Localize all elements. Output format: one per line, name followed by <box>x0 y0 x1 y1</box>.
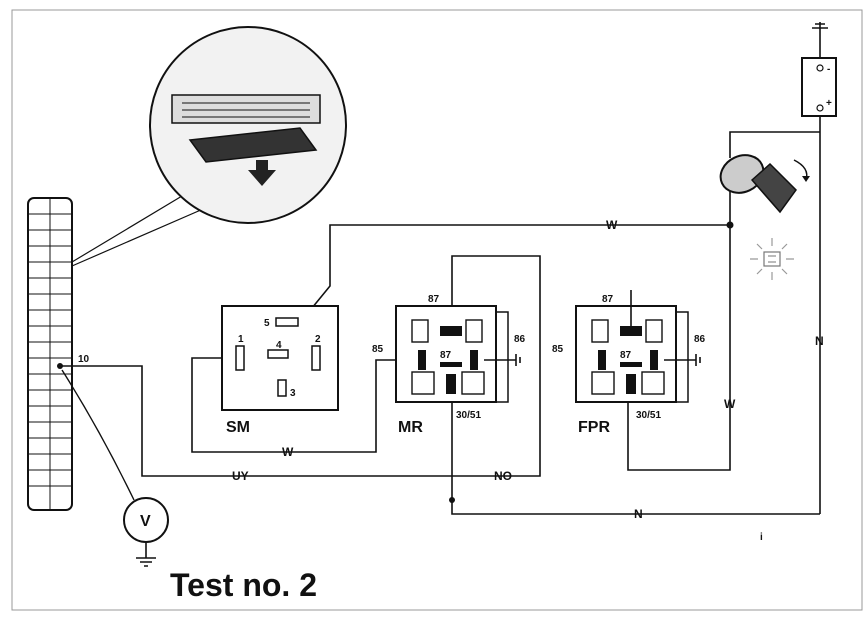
mr-pin-87: 87 <box>428 294 440 305</box>
page-border <box>11 9 863 611</box>
sm-pin-4: 4 <box>276 340 282 351</box>
wire-w-right <box>627 190 731 471</box>
mr-pin-87-inner: 87 <box>440 350 452 361</box>
sm-pin-2: 2 <box>315 334 321 345</box>
mr-relay-name: MR <box>398 419 423 436</box>
fpr-pin-30-51: 30/51 <box>636 410 661 421</box>
fpr-ground-icon <box>664 354 701 366</box>
wire-w-sm <box>191 357 406 453</box>
fpr-pin-87: 87 <box>602 294 614 305</box>
connector-pin-label: 10 <box>78 354 90 365</box>
mr-pin-86: 86 <box>514 334 526 345</box>
ignition-switch <box>719 154 810 214</box>
wire-label-w-right: W <box>724 397 736 411</box>
wiring <box>62 110 821 515</box>
battery-ground-icon <box>812 22 828 58</box>
sm-module-name: SM <box>226 419 250 436</box>
battery-neg-label: - <box>827 64 830 75</box>
wire-label-uy: UY <box>232 469 249 483</box>
battery <box>801 22 837 117</box>
wire-label-n-right: N <box>815 334 824 348</box>
wire-label-no: NO <box>494 469 512 483</box>
fpr-pin-87-inner: 87 <box>620 350 632 361</box>
connector-pin-10-dot <box>57 363 63 369</box>
ground-icon <box>136 542 156 567</box>
wire-uy-no <box>62 255 541 477</box>
wire-battery-switch <box>729 131 820 158</box>
fpr-relay-name: FPR <box>578 419 610 436</box>
mr-relay <box>395 305 521 403</box>
mr-pin-30-51: 30/51 <box>456 410 481 421</box>
wire-label-w-top: W <box>606 218 618 232</box>
battery-pos-label: + <box>826 98 832 109</box>
sm-module <box>221 305 339 411</box>
page-title: Test no. 2 <box>170 567 317 603</box>
sm-pin-3: 3 <box>290 388 296 399</box>
sm-pin-5: 5 <box>264 318 270 329</box>
fpr-pin-86: 86 <box>694 334 706 345</box>
voltmeter-label: V <box>140 513 151 530</box>
unplug-arrow-icon <box>248 160 276 186</box>
wire-label-w-sm: W <box>282 445 294 459</box>
warning-lamp-icon <box>750 238 794 280</box>
key-icon <box>750 162 797 214</box>
wire-n-bottom <box>451 396 820 515</box>
fpr-relay <box>575 290 701 403</box>
wire-label-n-bottom: N <box>634 507 643 521</box>
mr-pin-85: 85 <box>372 344 384 355</box>
fpr-pin-85: 85 <box>552 344 564 355</box>
sm-pin-1: 1 <box>238 334 244 345</box>
mr-ground-icon <box>484 354 521 366</box>
ecu-connector <box>27 197 73 511</box>
misc-mark: i <box>760 532 763 543</box>
voltmeter <box>61 369 169 567</box>
connector-detail-bubble <box>71 26 347 267</box>
